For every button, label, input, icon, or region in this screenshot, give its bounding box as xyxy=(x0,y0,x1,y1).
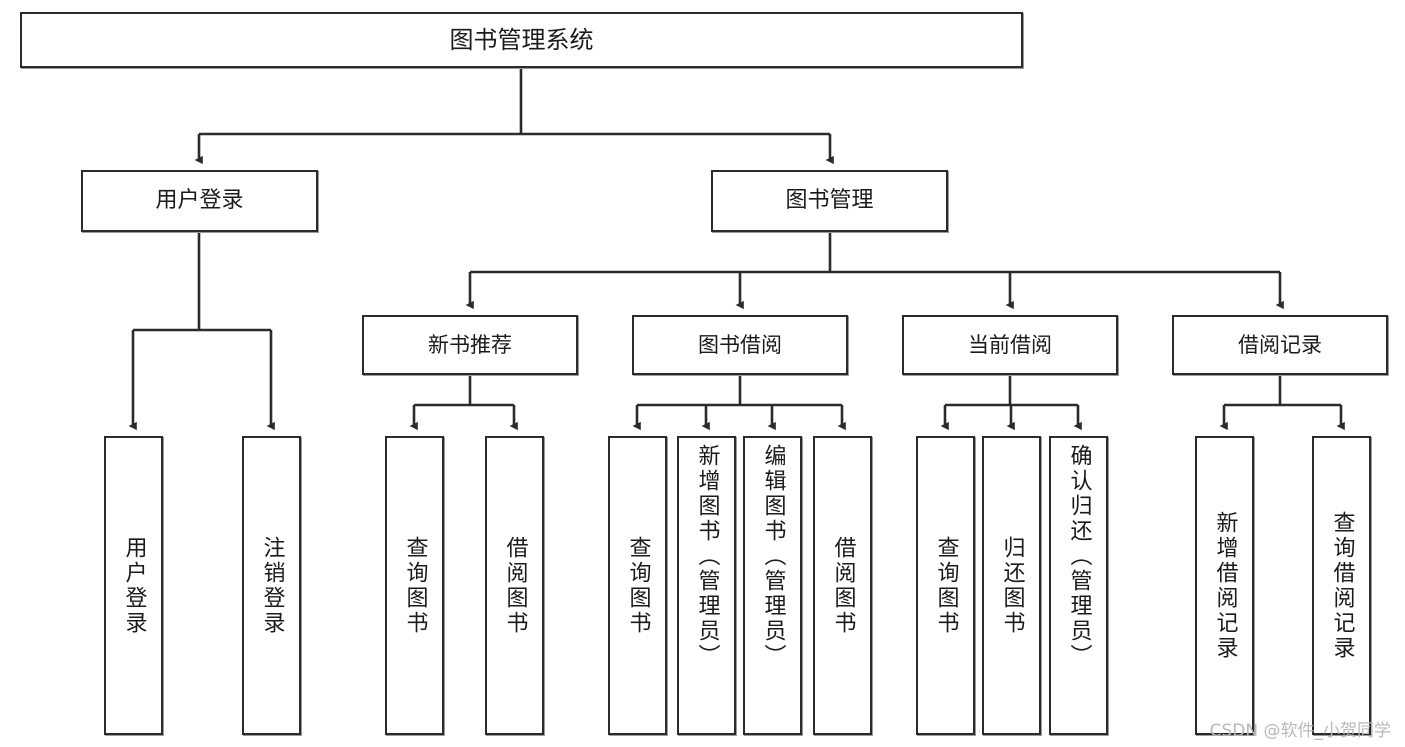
node-label: 图书管理 xyxy=(785,188,874,214)
leaf-add-borrow-record[interactable]: 新增借阅记录 xyxy=(1195,436,1254,735)
leaf-edit-book-admin[interactable]: 编辑图书（管理员） xyxy=(743,436,802,735)
node-label: 查询图书 xyxy=(625,535,651,636)
node-label: 新增借阅记录 xyxy=(1212,510,1238,661)
csdn-watermark: CSDN @软件_小贺同学 xyxy=(1209,721,1391,741)
node-label: 用户登录 xyxy=(155,188,244,214)
node-label: 注销登录 xyxy=(259,535,285,636)
node-current-borrow[interactable]: 当前借阅 xyxy=(902,315,1118,375)
node-book-borrow[interactable]: 图书借阅 xyxy=(632,315,848,375)
leaf-return-book[interactable]: 归还图书 xyxy=(982,436,1041,735)
node-label: 归还图书 xyxy=(999,535,1025,636)
leaf-borrow-book-recommend[interactable]: 借阅图书 xyxy=(485,436,544,735)
node-label: 当前借阅 xyxy=(968,332,1052,357)
node-label: 借阅图书 xyxy=(502,535,528,636)
leaf-query-borrow-record[interactable]: 查询借阅记录 xyxy=(1312,436,1371,735)
node-label: 新增图书（管理员） xyxy=(694,444,720,669)
node-label: 图书借阅 xyxy=(698,332,782,357)
leaf-logout-login[interactable]: 注销登录 xyxy=(242,436,301,735)
node-label: 新书推荐 xyxy=(428,332,512,357)
leaf-add-book-admin[interactable]: 新增图书（管理员） xyxy=(677,436,736,735)
node-label: 图书管理系统 xyxy=(449,26,594,54)
node-label: 用户登录 xyxy=(121,535,147,636)
node-label: 借阅记录 xyxy=(1238,332,1322,357)
leaf-query-book-recommend[interactable]: 查询图书 xyxy=(385,436,444,735)
node-label: 借阅图书 xyxy=(830,535,856,636)
leaf-query-book-borrow[interactable]: 查询图书 xyxy=(608,436,667,735)
node-book-management[interactable]: 图书管理 xyxy=(711,170,948,232)
node-label: 查询图书 xyxy=(933,535,959,636)
node-label: 编辑图书（管理员） xyxy=(760,444,786,669)
leaf-query-book-current[interactable]: 查询图书 xyxy=(916,436,975,735)
node-borrow-record[interactable]: 借阅记录 xyxy=(1172,315,1388,375)
leaf-borrow-book[interactable]: 借阅图书 xyxy=(813,436,872,735)
node-book-management-system[interactable]: 图书管理系统 xyxy=(20,12,1023,68)
node-user-login[interactable]: 用户登录 xyxy=(81,170,318,232)
node-label: 确认归还（管理员） xyxy=(1066,444,1092,669)
node-new-book-recommend[interactable]: 新书推荐 xyxy=(362,315,578,375)
node-label: 查询图书 xyxy=(402,535,428,636)
leaf-confirm-return-admin[interactable]: 确认归还（管理员） xyxy=(1049,436,1108,735)
node-label: 查询借阅记录 xyxy=(1329,510,1355,661)
leaf-user-login[interactable]: 用户登录 xyxy=(104,436,163,735)
